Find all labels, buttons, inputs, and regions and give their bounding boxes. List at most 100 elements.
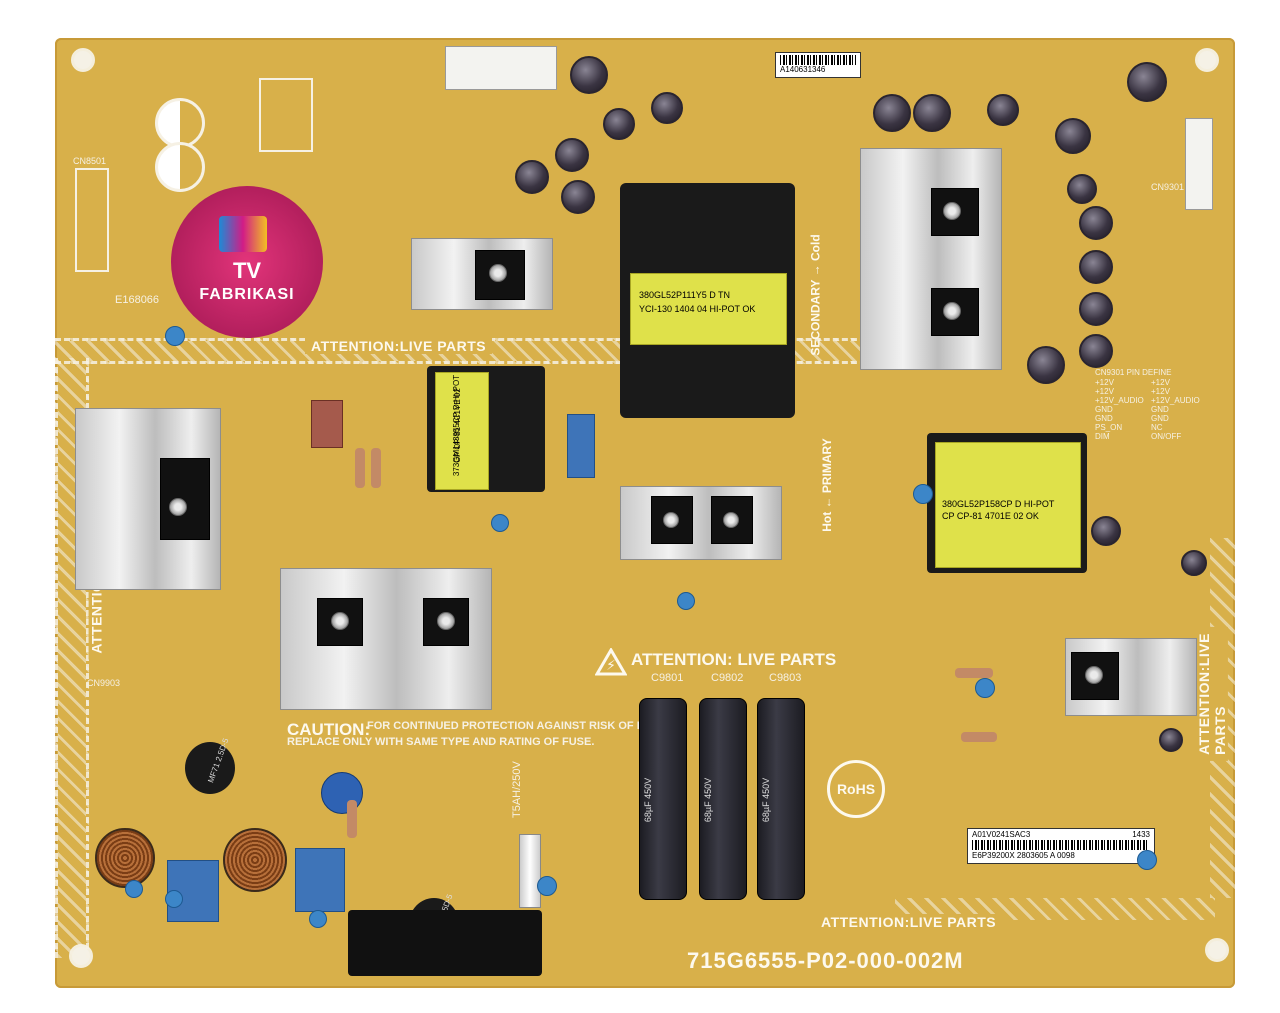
screw bbox=[943, 202, 961, 220]
x-capacitor bbox=[295, 848, 345, 912]
rohs-mark: RoHS bbox=[827, 760, 885, 818]
screw bbox=[943, 302, 961, 320]
electrolytic-capacitor bbox=[1159, 728, 1183, 752]
ceramic-capacitor bbox=[677, 592, 695, 610]
resistor bbox=[347, 800, 357, 838]
electrolytic-capacitor bbox=[1067, 174, 1097, 204]
screw bbox=[437, 612, 455, 630]
warning-bottom-label: ATTENTION:LIVE PARTS bbox=[815, 914, 1003, 930]
bridge-rectifier bbox=[160, 458, 210, 540]
connector-top bbox=[445, 46, 557, 90]
connector-cn8501-footprint bbox=[75, 168, 109, 272]
fuse-rating-label: T5AH/250V bbox=[511, 761, 523, 818]
caution-title: CAUTION: bbox=[287, 720, 371, 739]
resistor bbox=[355, 448, 365, 488]
logo-line-2: FABRIKASI bbox=[199, 286, 295, 303]
cap-label: C9803 bbox=[769, 672, 802, 684]
ceramic-capacitor bbox=[125, 880, 143, 898]
led-driver-transformer-tape: 380GL52P158CP D HI-POT CP CP-81 4701E 02… bbox=[935, 442, 1081, 568]
electrolytic-capacitor bbox=[561, 180, 595, 214]
mounting-hole bbox=[1205, 938, 1229, 962]
pin-define-title: CN9301 PIN DEFINE bbox=[1095, 368, 1172, 377]
electrolytic-capacitor bbox=[1091, 516, 1121, 546]
tv-fabrikasi-logo: TV FABRIKASI bbox=[171, 186, 323, 338]
electrolytic-capacitor bbox=[1181, 550, 1207, 576]
electrolytic-capacitor bbox=[1079, 206, 1113, 240]
screw bbox=[489, 264, 507, 282]
serial-sticker-bottom: A01V0241SAC3 1433 E6P39200X 2803605 A 00… bbox=[967, 828, 1155, 864]
electrolytic-capacitor bbox=[913, 94, 951, 132]
fuse bbox=[519, 834, 541, 908]
warning-right-label: ATTENTION:LIVE PARTS bbox=[1195, 627, 1228, 761]
heatsink-right bbox=[860, 148, 1002, 370]
hot-primary-label: Hot ← PRIMARY bbox=[819, 438, 834, 532]
serial-sticker-top: A140631346 bbox=[775, 52, 861, 78]
electrolytic-capacitor bbox=[987, 94, 1019, 126]
connector-cn9301 bbox=[1185, 118, 1213, 210]
blue-film-capacitor bbox=[567, 414, 595, 478]
ac-power-connector bbox=[348, 910, 542, 976]
ceramic-capacitor bbox=[309, 910, 327, 928]
screw bbox=[663, 512, 679, 528]
logo-line-1: TV bbox=[232, 258, 262, 283]
common-mode-choke bbox=[223, 828, 287, 892]
resistor bbox=[961, 732, 997, 742]
caution-line-2: REPLACE ONLY WITH SAME TYPE AND RATING O… bbox=[287, 736, 595, 748]
bulk-capacitor-c9802: 68µF 450V bbox=[699, 698, 747, 900]
electrolytic-capacitor bbox=[1127, 62, 1167, 102]
caution-line-1: FOR CONTINUED PROTECTION AGAINST RISK OF… bbox=[367, 720, 665, 732]
connector-label: CN9301 bbox=[1151, 182, 1185, 192]
ceramic-capacitor bbox=[165, 326, 185, 346]
ceramic-capacitor bbox=[537, 876, 557, 896]
film-capacitor bbox=[311, 400, 343, 448]
warning-mid-label: ATTENTION: LIVE PARTS bbox=[631, 650, 837, 669]
electrolytic-capacitor bbox=[1079, 250, 1113, 284]
electrolytic-capacitor bbox=[603, 108, 635, 140]
live-parts-triangle-icon: ⚡ bbox=[594, 647, 628, 681]
ceramic-capacitor bbox=[913, 484, 933, 504]
secondary-cold-label: SECONDARY → Cold bbox=[808, 234, 823, 356]
certification-text: E168066 bbox=[115, 294, 160, 306]
heatsink-mid bbox=[620, 486, 782, 560]
screw bbox=[169, 498, 187, 516]
connector-label: CN9903 bbox=[87, 678, 121, 688]
bulk-capacitor-c9803: 68µF 450V bbox=[757, 698, 805, 900]
logo-tv-icon bbox=[219, 216, 267, 252]
cap-label: C9802 bbox=[711, 672, 744, 684]
electrolytic-capacitor bbox=[555, 138, 589, 172]
svg-text:⚡: ⚡ bbox=[606, 658, 616, 674]
screw bbox=[1085, 666, 1103, 684]
connector-label: CN8501 bbox=[73, 156, 107, 166]
electrolytic-capacitor bbox=[1055, 118, 1091, 154]
board-part-number: 715G6555-P02-000-002M bbox=[687, 948, 964, 973]
common-mode-choke bbox=[95, 828, 155, 888]
ntc-thermistor: MF71 2.5D-5 bbox=[185, 737, 235, 794]
heatsink-footprint bbox=[259, 78, 313, 152]
electrolytic-capacitor bbox=[873, 94, 911, 132]
resistor bbox=[955, 668, 993, 678]
warning-top-label: ATTENTION:LIVE PARTS bbox=[305, 338, 493, 354]
bulk-capacitor-c9801: 68µF 450V bbox=[639, 698, 687, 900]
capacitor-footprint bbox=[155, 98, 205, 148]
pcb-board: ATTENTION:LIVE PARTS ⚡ ATTENTION: LIVE P… bbox=[55, 38, 1235, 988]
ceramic-capacitor bbox=[1137, 850, 1157, 870]
main-transformer-tape: 380GL52P111Y5 D TN YCI-130 1404 04 HI-PO… bbox=[630, 273, 787, 345]
ceramic-capacitor bbox=[975, 678, 995, 698]
electrolytic-capacitor bbox=[651, 92, 683, 124]
cap-label: C9801 bbox=[651, 672, 684, 684]
mounting-hole bbox=[71, 48, 95, 72]
capacitor-footprint bbox=[155, 142, 205, 192]
standby-transformer-tape: 373GM143955CP D HI-POT CP CP-81 4C1YE 02 bbox=[435, 372, 489, 490]
electrolytic-capacitor bbox=[515, 160, 549, 194]
schottky-diode bbox=[931, 188, 979, 236]
ceramic-capacitor bbox=[491, 514, 509, 532]
mounting-hole bbox=[1195, 48, 1219, 72]
electrolytic-capacitor bbox=[1079, 292, 1113, 326]
screw bbox=[723, 512, 739, 528]
electrolytic-capacitor bbox=[1079, 334, 1113, 368]
electrolytic-capacitor bbox=[570, 56, 608, 94]
screw bbox=[331, 612, 349, 630]
electrolytic-capacitor bbox=[1027, 346, 1065, 384]
